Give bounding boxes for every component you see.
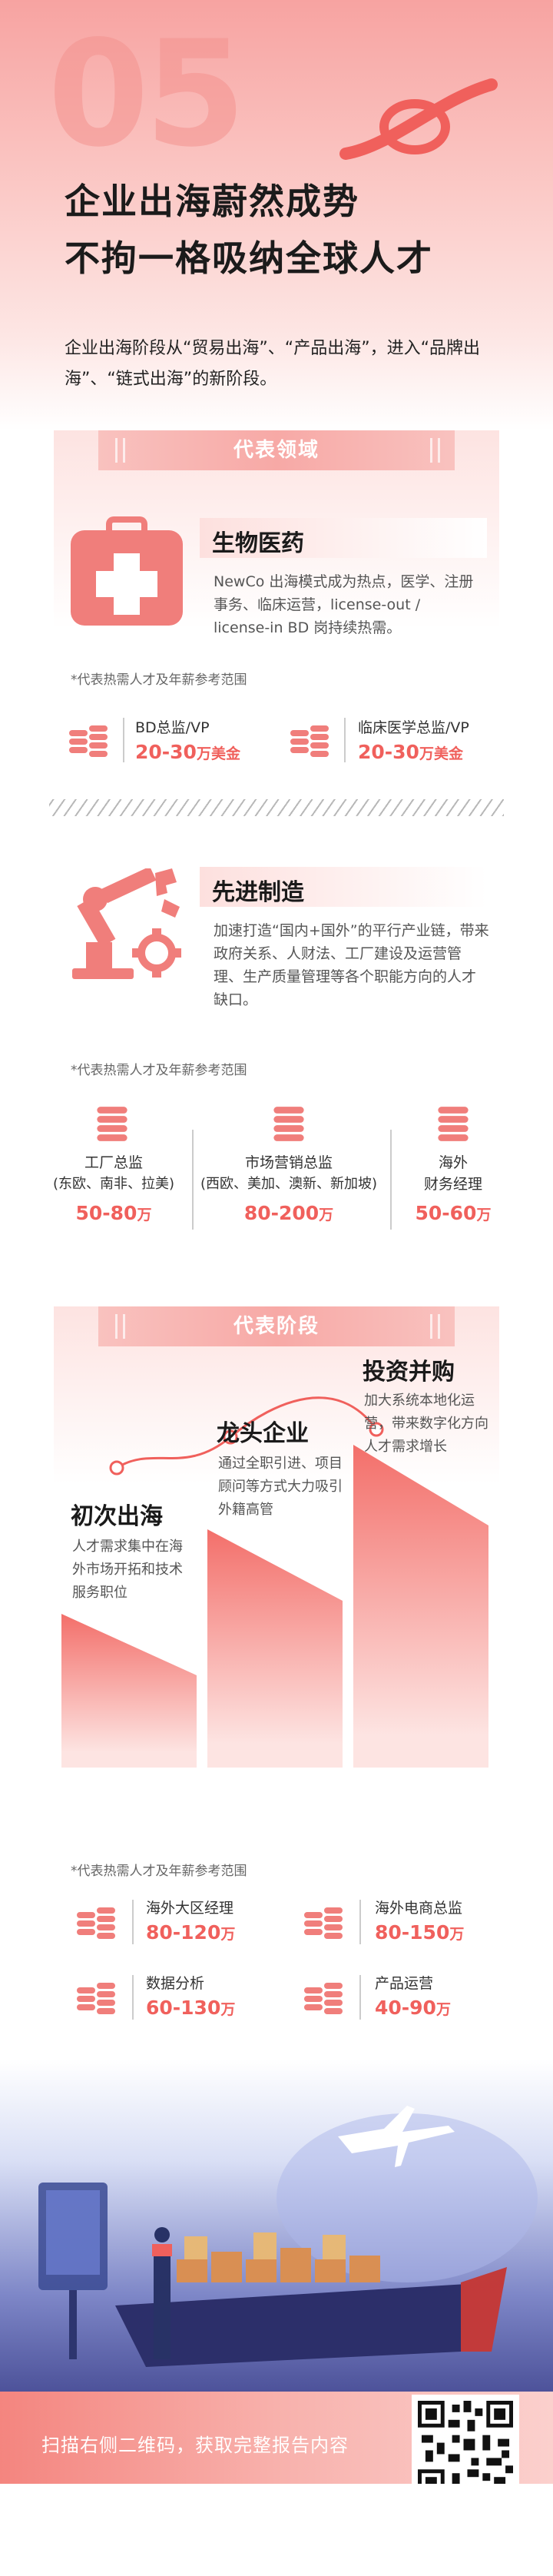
chapter-number: 05 [48,9,246,179]
coins-icon [69,725,108,757]
stage-title: 初次出海 [71,1503,163,1530]
role-name: 工厂总监 [84,1154,143,1171]
divider [123,718,124,762]
role-salary: 50-80万 [75,1202,152,1224]
divider [132,1975,134,2020]
swoosh-decoration [339,78,498,160]
biomed-note: *代表热需人才及年薪参考范围 [71,672,247,688]
hatched-divider [49,799,504,816]
medical-kit-icon [71,516,183,626]
role-salary: 20-30万美金 [135,741,240,763]
cargo-ship-scene [38,2106,538,2367]
divider [344,718,346,762]
qr-code-pattern [418,2401,513,2496]
footer-bottom [0,2484,553,2576]
intro-text: 企业出海阶段从“贸易出海”、“产品出海”，进入“品牌出海”、“链式出海”的新阶段… [65,339,480,389]
role-salary: 80-150万 [375,1921,465,1944]
role-name: 海外电商总监 [375,1900,463,1917]
coins-icon [77,1983,115,2014]
role-name: 临床医学总监/VP [358,719,469,736]
role-salary: 40-90万 [375,1997,451,2019]
stage-note: *代表热需人才及年薪参考范围 [71,1864,247,1879]
role-region: (东欧、南非、拉美) [52,1176,175,1192]
role-salary: 50-60万 [415,1202,492,1224]
mfg-title: 先进制造 [212,879,304,906]
trend-curve [109,1396,384,1476]
coins-icon [438,1107,469,1141]
stage-desc: 人才需求集中在海外市场开拓和技术服务职位 [72,1539,183,1601]
role-salary: 60-130万 [146,1997,236,2019]
stage-desc: 通过全职引进、项目顾问等方式大力吸引外籍高管 [218,1456,343,1518]
biomed-desc: NewCo 出海模式成为热点，医学、注册事务、临床运营，license-out … [214,573,474,636]
mfg-desc: 加速打造“国内+国外”的平行产业链，带来政府关系、人财法、工厂建设及运营管理、生… [214,922,489,1008]
biomed-title-bar [200,518,487,558]
banner-fields: 代表领域 [0,430,553,480]
page-title-line2: 不拘一格吸纳全球人才 [65,237,433,279]
coins-icon [97,1107,127,1141]
stage-title: 投资并购 [363,1359,455,1386]
role-salary: 80-120万 [146,1921,236,1944]
hero-background [0,0,553,430]
mfg-note: *代表热需人才及年薪参考范围 [71,1063,247,1078]
robot-arm-icon [72,868,181,979]
divider [192,1130,194,1230]
page-title-line1: 企业出海蔚然成势 [65,181,359,222]
divider [132,1900,134,1944]
role-name: 数据分析 [146,1975,205,1992]
biomed-title: 生物医药 [212,530,304,557]
role-name: 产品运营 [375,1975,434,1992]
footer-cta: 扫描右侧二维码，获取完整报告内容 [41,2435,349,2456]
role-name: BD总监/VP [135,719,210,736]
divider [359,1975,361,2020]
role-salary: 20-30万美金 [358,741,463,763]
stage-title: 龙头企业 [217,1420,309,1447]
stage-bar-1 [61,1614,197,1768]
coins-icon [273,1107,304,1141]
role-sub: 财务经理 [423,1176,482,1193]
divider [359,1900,361,1944]
stage-desc: 加大系统本地化运营，带来数字化方向人才需求增长 [364,1393,488,1455]
coins-icon [304,1907,343,1939]
role-name: 海外大区经理 [146,1900,234,1917]
role-name: 市场营销总监 [244,1154,333,1171]
role-salary: 80-200万 [243,1202,334,1224]
divider [390,1130,392,1230]
coins-icon [304,1983,343,2014]
banner-stages: 代表阶段 [0,1306,553,1356]
coins-icon [77,1907,115,1939]
banner-fields-label: 代表领域 [98,430,455,470]
banner-stages-label: 代表阶段 [98,1306,455,1346]
role-region: (西欧、美加、澳新、新加坡) [200,1176,378,1192]
role-name: 海外 [438,1154,468,1171]
mfg-title-bar [200,867,487,907]
coins-icon [290,725,329,757]
